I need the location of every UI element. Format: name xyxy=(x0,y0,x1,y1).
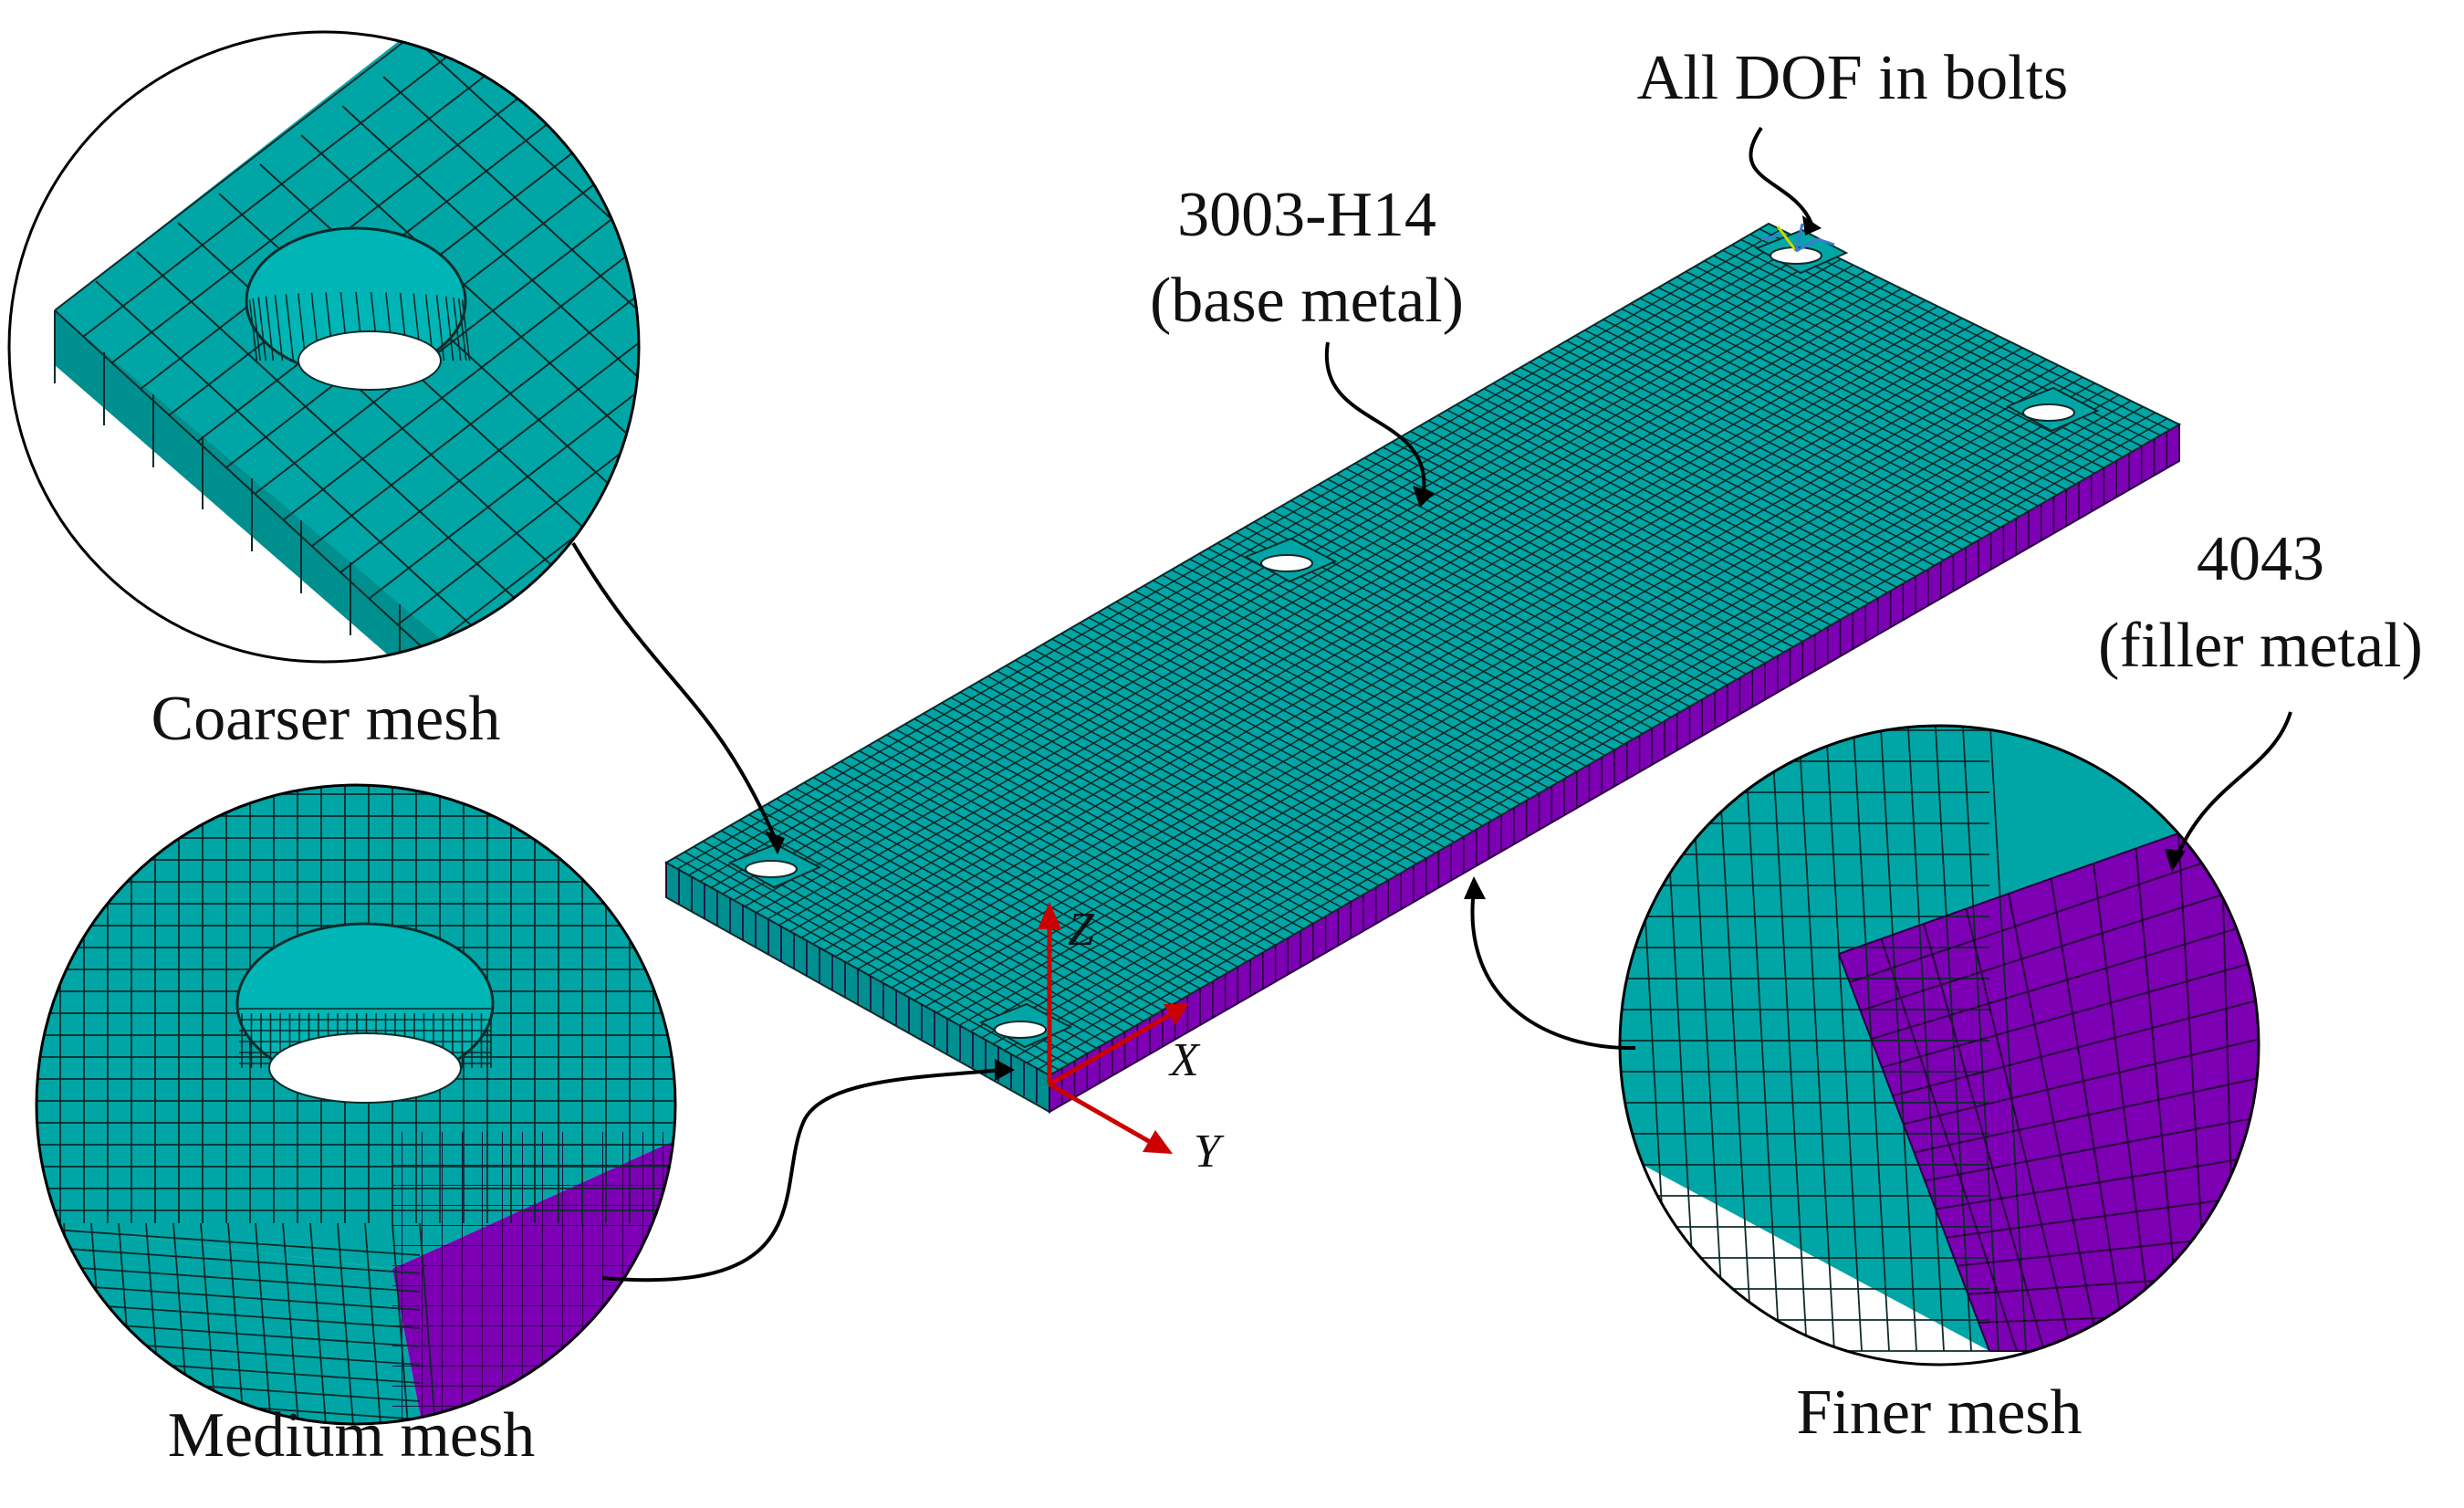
label-base-metal-1: 3003-H14 xyxy=(1177,180,1436,250)
leader-coarser xyxy=(571,541,778,841)
finer-inset-frame xyxy=(1618,724,2260,1367)
coordinate-axes xyxy=(1038,902,1188,1154)
leader-bolts xyxy=(1749,126,1813,225)
coarser-inset-frame xyxy=(7,30,641,664)
leader-arrowheads xyxy=(765,215,2186,1081)
label-bolts: All DOF in bolts xyxy=(1637,43,2069,113)
leader-medium xyxy=(601,1068,1003,1283)
constraint-symbol xyxy=(1760,223,1835,253)
label-filler-2: (filler metal) xyxy=(2098,611,2423,681)
finer-inset-content xyxy=(1620,726,2259,1365)
label-filler-1: 4043 xyxy=(2197,524,2324,594)
bolt-hole-1 xyxy=(727,843,822,889)
plate-model xyxy=(663,222,2182,1114)
leader-finer xyxy=(1470,889,1636,1051)
label-base-metal-2: (base metal) xyxy=(1150,266,1464,336)
medium-inset-frame xyxy=(35,783,677,1426)
medium-inset-content xyxy=(37,785,675,1424)
axis-z-label: Z xyxy=(1068,904,1095,956)
label-coarser-mesh: Coarser mesh xyxy=(151,684,501,754)
leader-base-metal xyxy=(1324,341,1426,494)
bolt-hole-3 xyxy=(1243,537,1338,583)
plate-mesh xyxy=(666,224,2179,1075)
bolt-hole-4 xyxy=(2005,386,2100,433)
axis-y-label: Y xyxy=(1194,1126,1225,1178)
axis-x-label: X xyxy=(1168,1034,1201,1086)
leader-lines xyxy=(571,126,2292,1283)
label-finer-mesh: Finer mesh xyxy=(1796,1377,2082,1448)
coarser-inset-content xyxy=(9,32,639,662)
label-medium-mesh: Medium mesh xyxy=(168,1400,535,1471)
leader-filler xyxy=(2175,711,2292,859)
bolt-hole-5 xyxy=(1754,228,1849,275)
